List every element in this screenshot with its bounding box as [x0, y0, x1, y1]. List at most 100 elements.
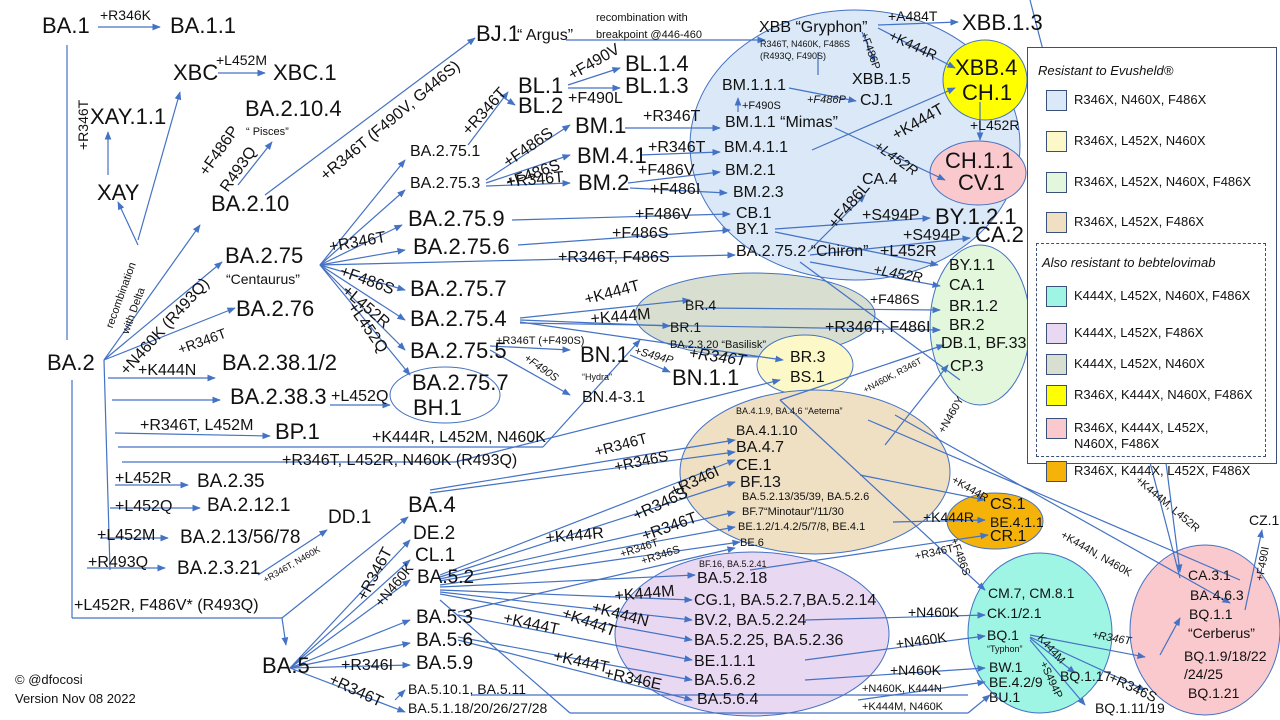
node-ba562: BA.5.6.2 — [694, 672, 756, 689]
node-by121: BY.1.2.1 — [935, 204, 1017, 229]
mut-r493q-23: +R493Q — [88, 554, 149, 571]
node-bl14: BL.1.4 — [625, 51, 689, 76]
edge-xbb-xbb15 — [861, 31, 876, 63]
mut-f486i-bm2: +F486I — [650, 181, 701, 198]
edge-ba5-ba51 — [289, 667, 406, 713]
node-ba2: BA.2 — [47, 350, 95, 375]
node-ba210: BA.2.10 — [211, 191, 290, 216]
mut-l452q-238: +L452Q — [331, 388, 389, 405]
node-bs1: BS.1 — [790, 369, 825, 386]
edge-ba2753-bm41 — [485, 154, 571, 184]
node-ba419: BA.4.1.9, BA.4.6 “Aeterna” — [736, 406, 843, 416]
edge-ba275-ba2753 — [319, 189, 406, 266]
edge-ba2-trunk — [103, 359, 111, 571]
node-ba5218: BA.5.2.18 — [697, 570, 768, 587]
edge-ba5-ba53 — [289, 619, 411, 669]
node-bq1: BQ.1 — [987, 627, 1019, 643]
legend-bebtelovimab-section — [1036, 243, 1266, 457]
xbb-mutations-2: (R493Q, F490S) — [760, 51, 827, 61]
edge-by1-by11 — [774, 231, 939, 267]
edge-ba52-be6 — [439, 539, 741, 586]
mut-f486v-bm2: +F486V — [638, 162, 695, 179]
edge-ba2759-cb1 — [511, 210, 731, 221]
node-ba2759: BA.2.75.9 — [408, 206, 505, 231]
mut-f486s-by: +F486S — [612, 225, 669, 242]
group-lilac-ellipse — [614, 551, 890, 717]
mut-r346t-f486i: +R346T, F486I — [825, 319, 931, 336]
legend-label: R346X, L452X, N460X, F486X — [1074, 174, 1252, 189]
legend-swatch — [1046, 354, 1067, 375]
group-beige-ellipse — [679, 389, 951, 555]
legend-swatch — [1046, 418, 1067, 439]
mut-r346t-xay: +R346T — [75, 99, 91, 150]
legend-swatch — [1046, 286, 1067, 307]
edge-ba52-ba5218 — [439, 571, 696, 588]
nickname-pisces: “ Pisces” — [246, 126, 289, 138]
edge-ba275-chiron — [319, 251, 736, 266]
node-br1: BR.1 — [670, 319, 702, 335]
node-bn1: BN.1 — [580, 342, 629, 367]
legend-label: K444X, L452X, F486X — [1074, 325, 1204, 340]
mut-f490s-bm: +F490S — [742, 100, 781, 112]
node-bh1: BH.1 — [413, 395, 462, 420]
node-ba2383: BA.2.38.3 — [230, 384, 327, 409]
edge-bl1-bl2 — [499, 94, 516, 106]
node-bn431: BN.4-3.1 — [582, 389, 646, 406]
node-ca2: CA.2 — [975, 222, 1024, 247]
edge-ba2-ba276 — [103, 307, 236, 361]
mut-l452r-f486v: +L452R, F486V* (R493Q) — [74, 597, 259, 614]
node-bm2: BM.2 — [578, 170, 630, 195]
edge-bq11-cz1 — [1244, 529, 1264, 611]
edge-ba5-ba59 — [289, 661, 411, 669]
legend-swatch — [1046, 212, 1067, 233]
edge-bv2-ck1 — [804, 611, 986, 621]
node-ba1: BA.1 — [42, 13, 90, 38]
edge-bq19-bq11 — [1159, 617, 1181, 656]
edge-k444m-ca31 — [1164, 454, 1183, 573]
node-ba235: BA.2.35 — [197, 471, 265, 492]
mut-l452r-a: +L452R — [880, 243, 937, 260]
edge-ba275-bh1 — [319, 264, 411, 376]
node-ba238-12: BA.2.38.1/2 — [222, 350, 337, 375]
edge-bq1-bq19 — [1029, 634, 1146, 659]
node-ba276: BA.2.76 — [236, 296, 315, 321]
node-ba2121: BA.2.12.1 — [207, 495, 291, 516]
edge-br1-br12 — [699, 306, 941, 314]
edge-ba275-ba2755 — [319, 264, 406, 351]
node-ba275: BA.2.75 — [225, 243, 304, 268]
node-bf7: BF.7“Minotaur”/11/30 — [742, 506, 844, 518]
node-xbb15: XBB.1.5 — [852, 71, 911, 88]
edge-ba52-ba5225 — [439, 593, 693, 642]
node-bu1: BU.1 — [989, 689, 1021, 705]
edge-chiron-cross — [799, 261, 961, 381]
node-ba2757b: BA.2.75.7 — [412, 370, 509, 395]
node-bm1: BM.1 — [575, 113, 627, 138]
node-bm11: BM.1.1 “Mimas” — [725, 114, 838, 131]
node-bn11: BN.1.1 — [672, 365, 740, 390]
node-dd1: DD.1 — [328, 507, 372, 528]
edge-ba2321-dd1 — [257, 529, 328, 576]
node-ba56: BA.5.6 — [416, 630, 474, 651]
node-bq1119: BQ.1.11/19 — [1095, 700, 1165, 716]
node-bq19b: /24/25 — [1184, 666, 1223, 682]
edge-ba52-bv2 — [439, 591, 693, 623]
edge-ba5-ba56 — [289, 641, 411, 669]
edge-bm111-cj1 — [788, 87, 857, 103]
edge-ba2754-br4 — [519, 297, 691, 319]
mut-k444r-be: +K444R — [923, 509, 974, 525]
node-bl2: BL.2 — [518, 93, 564, 118]
node-bm41: BM.4.1 — [577, 143, 647, 168]
edge-be12-be411 — [892, 516, 986, 524]
legend-swatch — [1046, 323, 1067, 344]
group-white-ellipse-bh1 — [389, 366, 501, 424]
mut-a484t: +A484T — [888, 8, 938, 24]
recombination-note: recombination with breakpoint @446-460 — [596, 12, 702, 41]
mut-l452m-xbc: +L452M — [216, 52, 267, 68]
node-ca1: CA.1 — [949, 277, 985, 294]
mut-r346t-f486s: +R346T, F486S — [558, 249, 670, 266]
node-ba5225: BA.5.2.25, BA.5.2.36 — [694, 632, 844, 649]
edge-bq1-bq121 — [1029, 636, 1146, 691]
edge-ba2-basilisk — [542, 339, 641, 448]
node-ba5: BA.5 — [262, 653, 310, 678]
